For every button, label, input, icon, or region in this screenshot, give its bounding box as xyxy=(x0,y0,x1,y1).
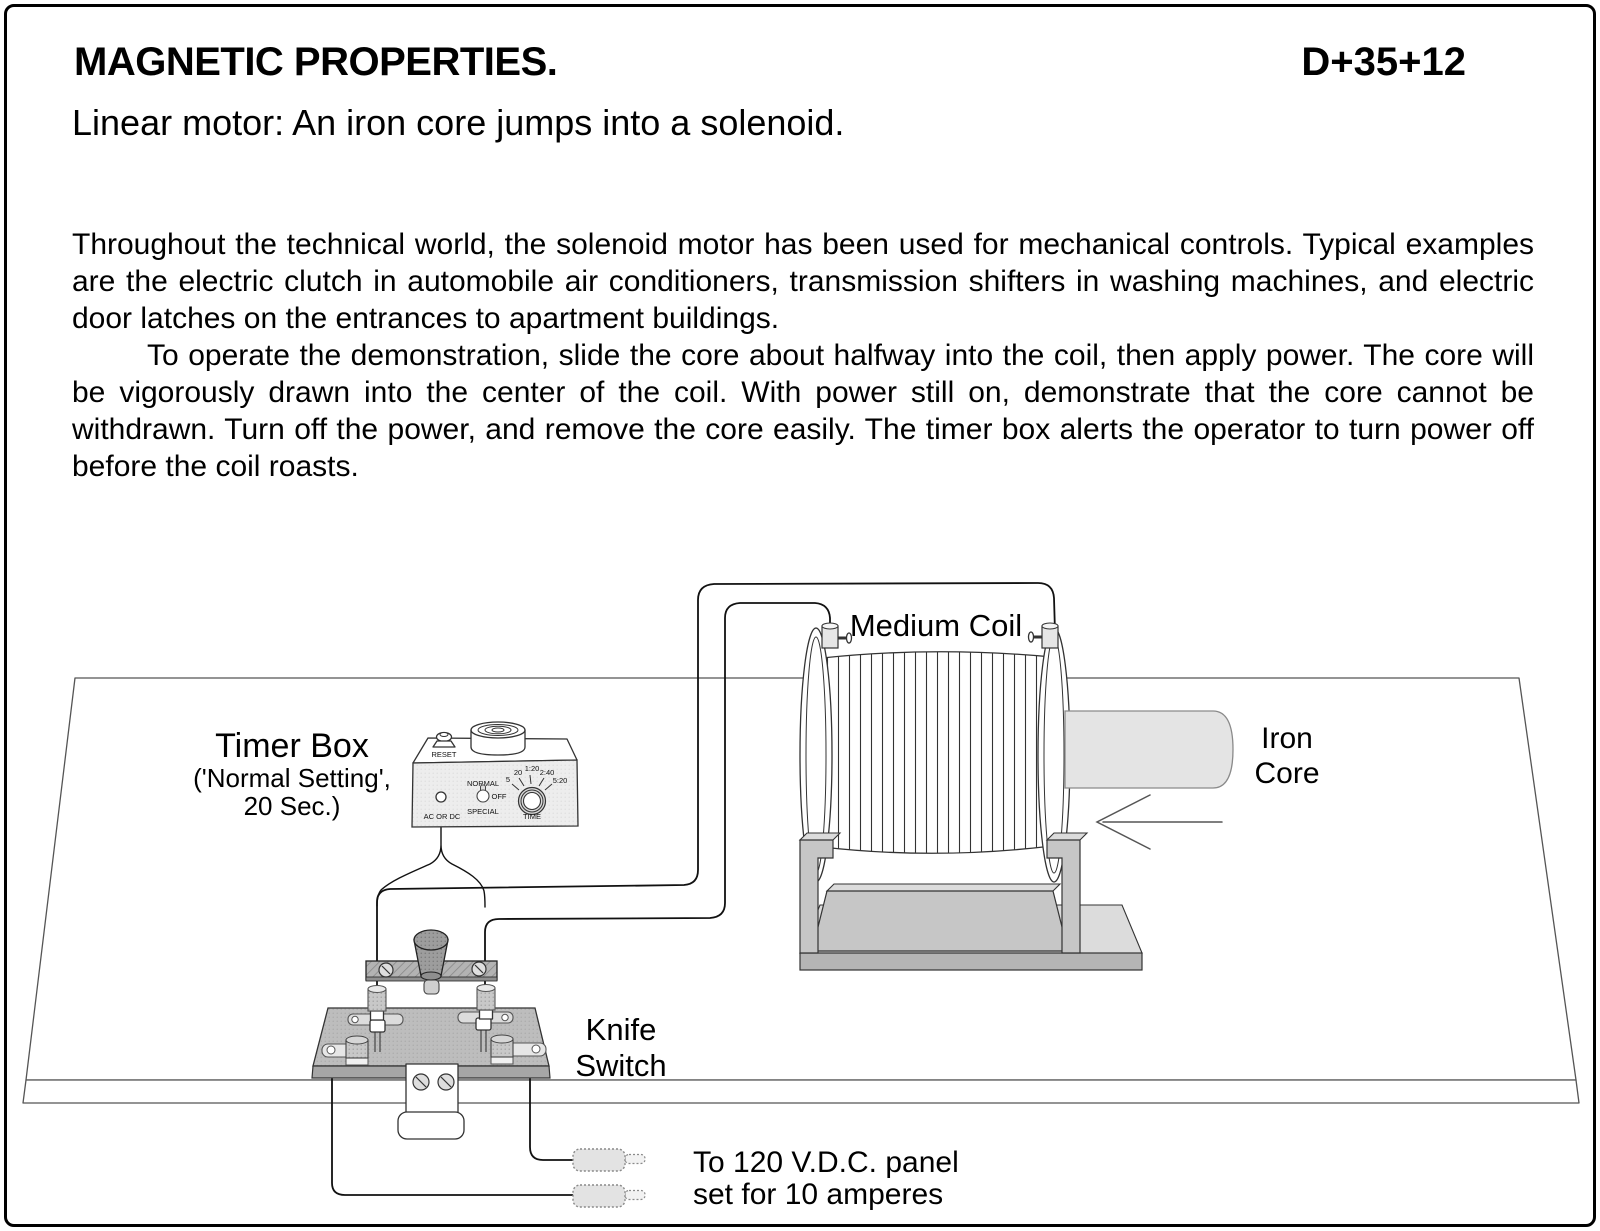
coil-stand xyxy=(798,832,1143,971)
dial-tick-20: 20 xyxy=(514,768,522,777)
dial-ticks xyxy=(511,774,553,791)
timer-box-label: Timer Box xyxy=(215,727,369,765)
mounting-bracket xyxy=(397,1063,465,1140)
wire-supply-lower xyxy=(331,1055,575,1196)
stand-base-front xyxy=(799,952,1143,971)
iron-core-label-2: Core xyxy=(1254,757,1319,790)
banana-plug-lower xyxy=(572,1184,646,1208)
wire-supply-upper xyxy=(529,1057,575,1161)
body-text: Throughout the technical world, the sole… xyxy=(72,226,1534,485)
iron-core-label-1: Iron xyxy=(1261,722,1313,755)
crossbar-screw-left xyxy=(378,962,394,978)
terminal-right xyxy=(490,1034,547,1065)
dial-tick-120: 1:20 xyxy=(525,764,540,773)
iron-core xyxy=(1064,710,1234,789)
wire-coil-right xyxy=(376,582,1056,991)
knife-switch-label-1: Knife xyxy=(586,1012,657,1047)
timer-box: RESET AC OR DC NORMAL OFF SPECIAL 5 20 1… xyxy=(411,721,579,828)
blade-cap-right xyxy=(475,1017,492,1031)
coil-windings xyxy=(821,651,1053,854)
ac-or-dc-label: AC OR DC xyxy=(424,812,461,821)
wire-coil-left xyxy=(484,602,831,991)
binding-post-left xyxy=(821,622,853,649)
dial-tick-520: 5:20 xyxy=(553,776,568,785)
timer-box-sublabel-2: 20 Sec.) xyxy=(244,791,341,821)
time-label: TIME xyxy=(523,812,541,821)
stand-upright-right-top xyxy=(1045,832,1089,841)
table-edge xyxy=(22,1079,1580,1104)
crossbar-screw-right xyxy=(471,961,487,977)
stand-upright-left xyxy=(799,839,834,954)
bell-icon xyxy=(470,721,526,756)
medium-coil-label: Medium Coil xyxy=(850,608,1022,643)
coil-binding-posts xyxy=(821,622,1059,649)
terminal-left xyxy=(321,1035,369,1066)
page-border xyxy=(4,4,1596,1227)
paragraph-1: Throughout the technical world, the sole… xyxy=(72,228,1534,335)
catalog-code: D+35+12 xyxy=(1301,40,1466,84)
stand-bed-front xyxy=(811,890,1069,952)
stand-upright-left-top xyxy=(798,832,842,841)
dial-tick-240: 2:40 xyxy=(540,768,555,777)
paragraph-2: To operate the demonstration, slide the … xyxy=(72,339,1534,483)
off-label: OFF xyxy=(492,792,507,801)
switch-handle xyxy=(413,929,449,995)
stand-upright-right xyxy=(1046,839,1081,954)
reset-button xyxy=(432,731,456,748)
normal-label: NORMAL xyxy=(467,779,499,788)
reset-label: RESET xyxy=(431,750,456,759)
supply-label-1: To 120 V.D.C. panel xyxy=(693,1146,959,1179)
page-subtitle: Linear motor: An iron core jumps into a … xyxy=(72,102,845,143)
supply-label-2: set for 10 amperes xyxy=(693,1178,943,1211)
banana-plug-upper xyxy=(572,1148,646,1172)
mode-toggle: NORMAL OFF SPECIAL xyxy=(467,779,507,816)
blade-cap-left xyxy=(369,1019,386,1033)
diagram-labels: Timer Box ('Normal Setting', 20 Sec.) Me… xyxy=(193,608,1319,1211)
stand-bed-top xyxy=(825,883,1062,892)
time-dial: 5 20 1:20 2:40 5:20 TIME xyxy=(506,764,567,821)
knife-switch-label-2: Switch xyxy=(575,1048,666,1083)
switch-post-right xyxy=(476,984,496,1020)
motion-arrow-icon xyxy=(1095,794,1223,850)
dial-tick-5: 5 xyxy=(506,775,510,784)
binding-post-right xyxy=(1027,622,1059,649)
page-title: MAGNETIC PROPERTIES. xyxy=(74,40,558,84)
special-label: SPECIAL xyxy=(467,807,499,816)
knife-switch xyxy=(311,929,551,1140)
power-jack xyxy=(435,791,447,803)
timer-box-sublabel-1: ('Normal Setting', xyxy=(193,763,391,793)
switch-post-left xyxy=(367,985,387,1021)
medium-coil xyxy=(799,627,1071,883)
